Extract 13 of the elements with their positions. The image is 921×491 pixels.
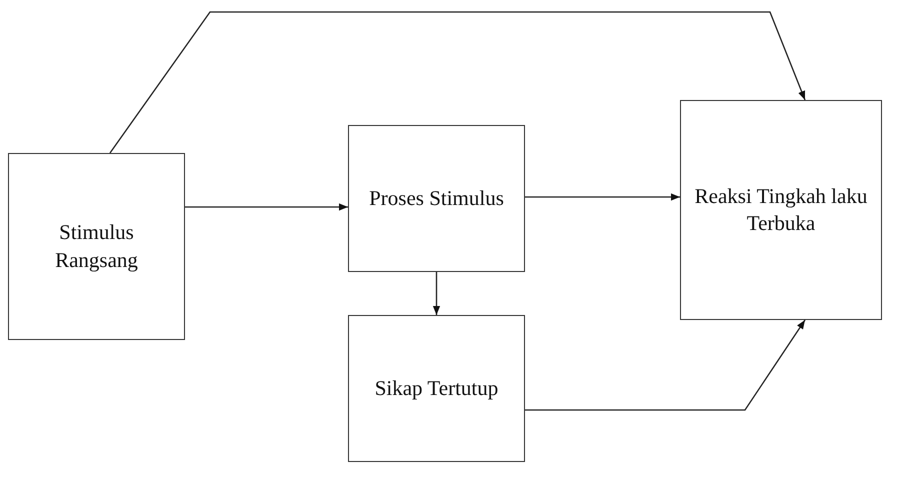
arrow [525,193,680,201]
box-label: Reaksi Tingkah laku Terbuka [694,182,868,237]
box-label: Proses Stimulus [368,184,505,212]
arrow [185,203,348,211]
process-box [348,315,525,462]
arrow [109,11,806,154]
box-label: Sikap Tertutup [374,374,500,402]
process-box [348,125,525,272]
box-label: Stimulus Rangsang [54,219,139,274]
arrow [525,320,806,411]
process-box [680,100,882,320]
arrow [432,272,440,315]
process-box [8,153,185,340]
